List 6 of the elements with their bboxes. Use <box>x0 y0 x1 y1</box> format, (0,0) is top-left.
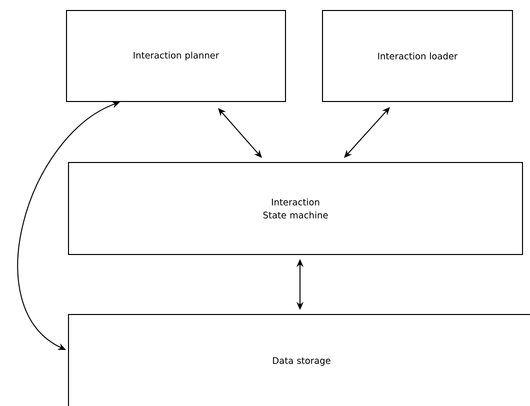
arrow <box>218 108 262 158</box>
process-box: Data storage <box>68 314 530 406</box>
arrow <box>344 107 390 158</box>
process-box: Interaction planner <box>66 10 286 102</box>
process-box: Interaction loader <box>322 10 513 102</box>
process-box: Interaction State machine <box>68 162 523 255</box>
